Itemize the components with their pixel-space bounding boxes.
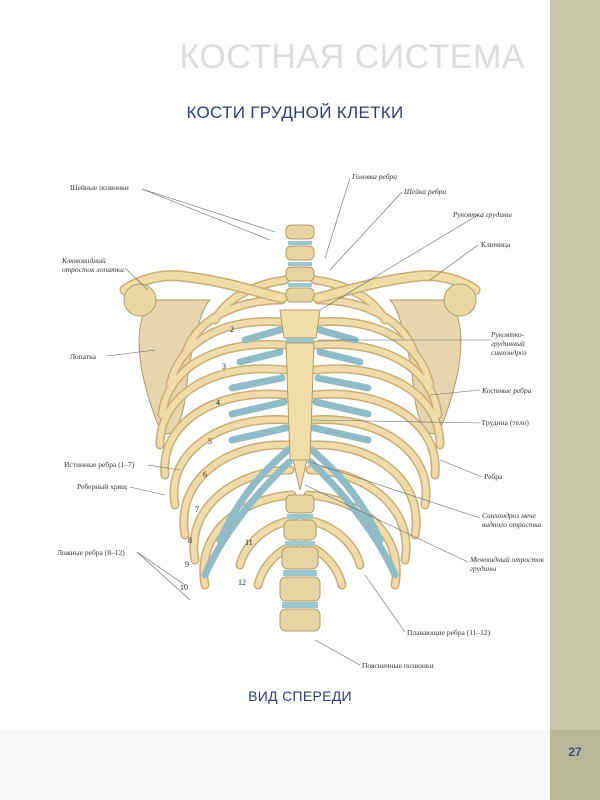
section-title: КОСТИ ГРУДНОЙ КЛЕТКИ bbox=[186, 103, 404, 122]
label-false-ribs: Ложные ребра (8–12) bbox=[57, 548, 125, 557]
label-xiphi-sync-2: видного отростка bbox=[482, 520, 542, 529]
label-costal-arch: Реберный хрящ bbox=[77, 482, 127, 491]
left-acromion bbox=[123, 283, 157, 317]
xiphoid-process bbox=[292, 459, 308, 491]
costal-cartilages bbox=[201, 326, 399, 579]
rib-number-5: 5 bbox=[208, 437, 212, 446]
rib-number-8: 8 bbox=[188, 536, 192, 545]
label-floating-ribs: Плавающие ребра (11–12) bbox=[407, 628, 491, 637]
rib-number-9: 9 bbox=[185, 560, 189, 569]
label-cervical-vertebrae: Шейные позвонки bbox=[70, 183, 129, 192]
rib-number-4: 4 bbox=[216, 398, 220, 407]
vertebral-column bbox=[279, 224, 321, 632]
label-xiphoid-2: грудины bbox=[470, 564, 497, 573]
page-number-box bbox=[550, 730, 600, 800]
label-sternum-body: Грудина (тело) bbox=[482, 418, 529, 427]
footer-band bbox=[0, 730, 550, 800]
rib-number-2: 2 bbox=[230, 325, 234, 334]
rib-number-3: 3 bbox=[222, 362, 226, 371]
label-scapula: Лопатка bbox=[70, 352, 96, 361]
rib-number-7: 7 bbox=[195, 505, 199, 514]
label-true-ribs: Истинные ребра (1–7) bbox=[64, 460, 135, 469]
label-rib-head: Головка ребра bbox=[352, 172, 398, 181]
label-rib-neck: Шейка ребра bbox=[404, 187, 447, 196]
label-costal-ribs: Костные ребра bbox=[482, 386, 532, 395]
view-title: ВИД СПЕРЕДИ bbox=[248, 688, 352, 704]
chapter-title: КОСТНАЯ СИСТЕМА bbox=[179, 38, 525, 76]
page-edge-band bbox=[550, 0, 600, 800]
rib-number-10: 10 bbox=[180, 583, 188, 592]
rib-number-12: 12 bbox=[238, 578, 246, 587]
rib-number-11: 11 bbox=[245, 538, 253, 547]
label-coracoid-1: Клювовидный bbox=[62, 256, 106, 265]
manubrium bbox=[279, 309, 321, 339]
label-clavicle: Ключица bbox=[481, 240, 511, 249]
rib-number-6: 6 bbox=[203, 470, 207, 479]
label-manubriosternal-1: Рукоятко- bbox=[491, 330, 525, 339]
right-acromion bbox=[443, 283, 477, 317]
sternum-body bbox=[285, 342, 315, 461]
label-manubrium: Рукоятка грудины bbox=[453, 210, 512, 219]
manubriosternal-joint bbox=[286, 338, 314, 343]
label-manubriosternal-2: грудинный bbox=[491, 339, 525, 348]
label-lumbar-vertebrae: Поясничные позвонки bbox=[362, 661, 434, 670]
label-ribs: Ребра bbox=[484, 472, 503, 481]
label-xiphi-sync-1: Синхондроз мече bbox=[482, 511, 537, 520]
label-manubriosternal-3: синхондроз bbox=[491, 348, 527, 357]
leader-lines bbox=[106, 177, 490, 666]
label-coracoid-2: отросток лопатки bbox=[62, 265, 124, 274]
page-number: 27 bbox=[568, 745, 582, 759]
label-xiphoid-1: Мечевидный отросток bbox=[470, 555, 545, 564]
